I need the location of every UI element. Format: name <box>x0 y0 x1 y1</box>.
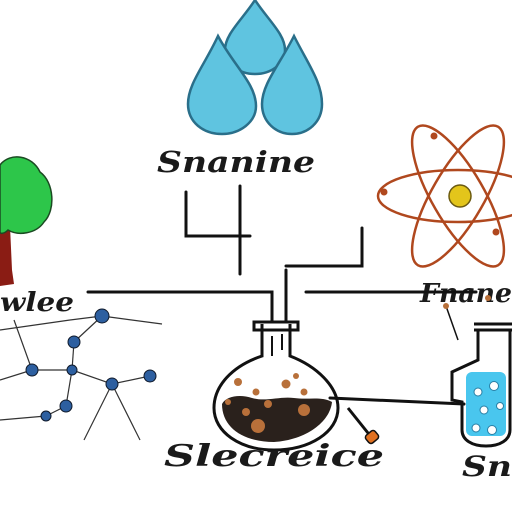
tube-bubble <box>489 381 499 391</box>
atom-orbit <box>410 124 506 268</box>
particle <box>300 388 308 396</box>
molecule-bond <box>83 383 113 441</box>
tree-foliage <box>0 156 53 235</box>
particle <box>298 404 310 416</box>
bottom-right-label: Sn <box>462 450 512 483</box>
particle <box>293 373 299 379</box>
connector-line <box>86 290 274 324</box>
molecule-node <box>40 410 52 422</box>
molecule-node <box>25 363 39 377</box>
molecule-network-icon <box>0 315 163 441</box>
particle <box>281 379 291 389</box>
molecule-node <box>143 369 157 383</box>
tube-bubble <box>479 405 489 415</box>
atom-orbit <box>376 168 512 224</box>
particle <box>251 419 265 433</box>
tube-outline <box>450 330 512 448</box>
molecule-node <box>66 364 78 376</box>
molecule-node <box>105 377 119 391</box>
water-drop-icon <box>186 33 258 136</box>
round-flask-icon <box>212 320 340 452</box>
tube-bubble <box>496 402 504 410</box>
particle <box>234 378 242 386</box>
flask-shine <box>271 334 283 356</box>
atom-electron <box>380 188 388 196</box>
right-label: Fnane <box>419 279 512 309</box>
flask-rim <box>252 320 300 332</box>
molecule-bond <box>71 369 113 385</box>
atom-orbit <box>410 124 506 268</box>
pointer-line <box>445 305 459 341</box>
tree-icon <box>0 156 53 286</box>
bottom-label: Slecreice <box>164 439 384 474</box>
molecule-node <box>59 399 73 413</box>
test-tube-icon <box>443 295 512 448</box>
atom-icon <box>376 124 512 268</box>
pointer-dot <box>443 303 449 309</box>
match-head <box>364 429 380 445</box>
particle <box>264 400 272 408</box>
top-label: Snanine <box>157 145 315 179</box>
connector-line <box>184 190 252 238</box>
atom-electron <box>492 228 500 236</box>
tree-trunk <box>0 226 14 286</box>
particle <box>225 399 231 405</box>
pointer-dot <box>485 295 491 301</box>
tube-rim <box>474 322 512 332</box>
water-drop-icon <box>223 0 287 76</box>
molecule-bond <box>0 415 47 421</box>
flask-outline <box>212 324 340 452</box>
tube-bubble <box>487 425 497 435</box>
connector-line <box>284 226 364 268</box>
molecule-bond <box>13 319 33 371</box>
tube-bubble <box>473 387 483 397</box>
molecule-bond <box>111 383 141 441</box>
flask-particles <box>225 373 310 433</box>
water-drops-icon <box>186 0 324 136</box>
matchstick-icon <box>346 407 380 445</box>
connector-lines <box>86 184 478 406</box>
tube-bubble <box>471 423 481 433</box>
molecule-bond <box>101 315 163 325</box>
connector-line <box>328 396 466 406</box>
molecule-nodes <box>25 308 157 422</box>
water-drop-icon <box>260 33 324 136</box>
atom-nucleus <box>448 184 472 208</box>
particle <box>252 388 260 396</box>
particle <box>242 408 250 416</box>
left-label: wlee <box>0 288 74 318</box>
molecule-node <box>94 308 110 324</box>
atom-electron <box>430 132 438 140</box>
flask-liquid <box>222 396 332 442</box>
molecule-node <box>67 335 81 349</box>
molecule-bond <box>0 319 71 331</box>
